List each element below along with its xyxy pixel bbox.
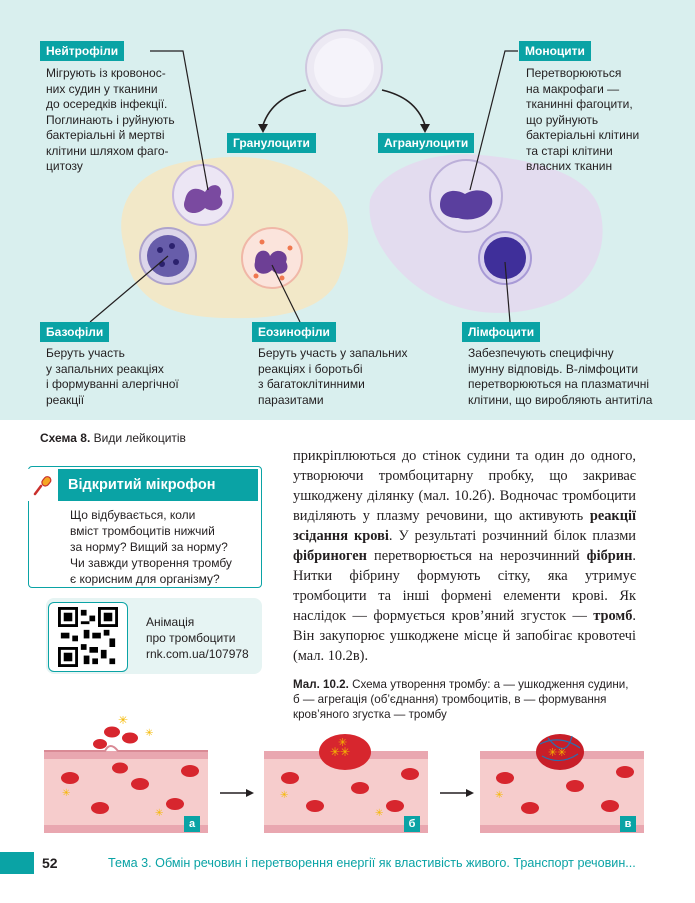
svg-text:✳✳: ✳✳ <box>548 747 566 759</box>
panel-label-b: б <box>404 816 420 832</box>
microphone-icon <box>28 469 58 501</box>
leukocyte-scheme: Нейтрофіли Мігрують із кровонос-них суди… <box>0 0 695 420</box>
scheme-illustration <box>89 29 603 323</box>
lymphocytes-label: Лімфоцити <box>462 322 541 342</box>
neutrophils-label: Нейтрофіли <box>40 41 125 61</box>
panel-b-vessel: ✳✳✳ ✳✳ <box>264 734 428 833</box>
svg-text:✳: ✳ <box>495 790 503 801</box>
neutrophil-cell <box>172 164 234 226</box>
qr-code[interactable] <box>48 602 128 672</box>
figure-caption: Мал. 10.2. Схема утворення тромбу: а — у… <box>293 678 629 721</box>
eosinophil-cell <box>241 227 303 289</box>
footer-accent-bar <box>0 852 34 874</box>
svg-text:✳: ✳ <box>280 790 288 801</box>
eosinophils-label: Еозинофіли <box>252 322 336 342</box>
leukocyte-top <box>305 29 383 107</box>
monocytes-label: Моноцити <box>519 41 591 61</box>
svg-text:✳✳: ✳✳ <box>330 745 350 759</box>
thrombus-illustration: ✳✳✳✳ ✳✳✳ ✳✳ ✳✳ ✳ <box>44 716 644 833</box>
panel-a-vessel: ✳ ✳ ✳ ✳ <box>44 716 208 833</box>
granulocytes-label: Гранулоцити <box>227 133 316 153</box>
svg-text:✳: ✳ <box>145 728 153 739</box>
panel-label-a: а <box>184 816 200 832</box>
svg-text:✳: ✳ <box>155 808 163 819</box>
neutrophils-description: Мігрують із кровонос-них судин у тканини… <box>46 66 175 173</box>
open-mic-title: Відкритий мікрофон <box>58 469 258 501</box>
panel-c-vessel: ✳✳ ✳ <box>480 734 644 833</box>
basophils-label: Базофіли <box>40 322 110 342</box>
footer-running-title: Тема 3. Обмін речовин і перетворення ене… <box>108 856 636 870</box>
svg-text:✳: ✳ <box>118 716 128 727</box>
svg-text:✳: ✳ <box>375 808 383 819</box>
page-number: 52 <box>42 855 58 871</box>
panel-label-c: в <box>620 816 636 832</box>
monocyte-cell <box>429 159 503 233</box>
agranulocytes-label: Агранулоцити <box>378 133 475 153</box>
body-paragraph: прикріплюються до стінок судини та один … <box>293 448 636 664</box>
lymphocyte-cell <box>478 231 532 285</box>
svg-text:✳: ✳ <box>62 788 70 799</box>
scheme-caption: Схема 8. Види лейкоцитів <box>40 431 186 445</box>
qr-code-icon <box>58 607 118 667</box>
svg-text:✳: ✳ <box>338 737 347 749</box>
